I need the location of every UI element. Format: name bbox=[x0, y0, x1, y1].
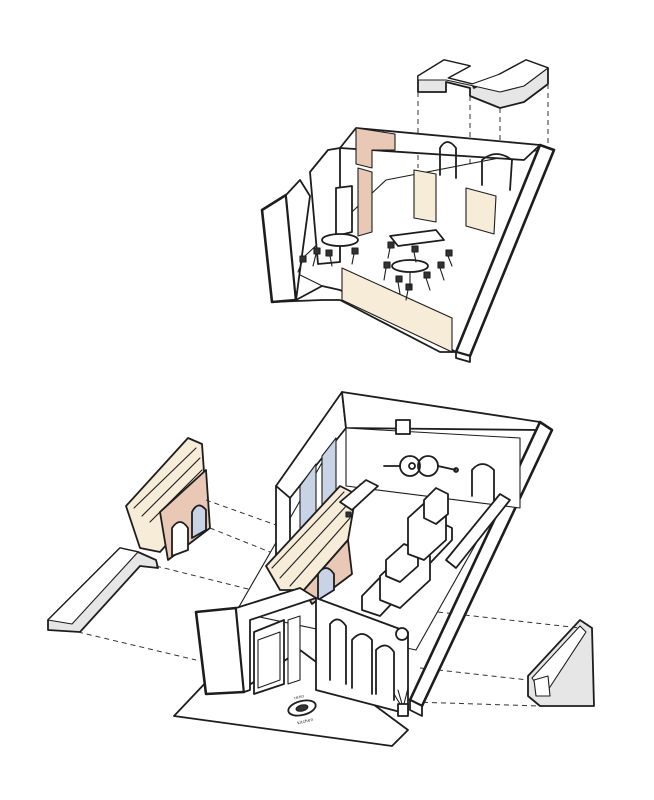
chair-group bbox=[299, 241, 453, 291]
upper-floor-dining-room bbox=[260, 127, 556, 363]
exploded-staircase-panel bbox=[125, 437, 211, 561]
logo-text-bottom: kitchen bbox=[297, 717, 314, 726]
mat-logo: reno kitchen bbox=[287, 693, 317, 726]
exploded-side-fixture bbox=[527, 619, 595, 707]
wall-decor bbox=[383, 455, 459, 477]
logo-text-top: reno bbox=[294, 693, 305, 700]
ground-floor-kitchen bbox=[173, 391, 554, 747]
ceiling-bulkhead-piece bbox=[417, 59, 549, 109]
exploded-stair-landing bbox=[47, 547, 159, 633]
